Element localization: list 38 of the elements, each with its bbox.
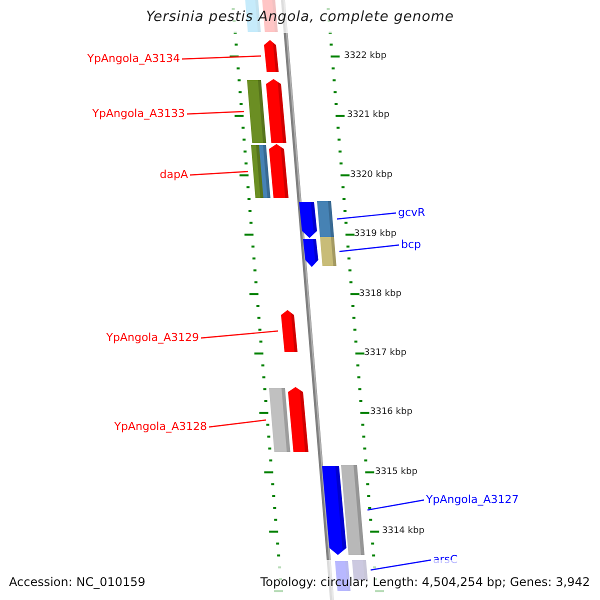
leader-line xyxy=(182,55,262,60)
scale-label: 3318 kbp xyxy=(359,289,402,300)
gene-label: YpAngola_A3128 xyxy=(114,420,207,434)
leader-line xyxy=(336,212,396,220)
leader-line xyxy=(339,244,400,252)
gene-label: gcvR xyxy=(398,206,426,220)
scale-label: 3321 kbp xyxy=(347,110,390,121)
gene-feature xyxy=(320,237,336,266)
scale-label: 3315 kbp xyxy=(375,467,418,478)
genome-info-text: Accession: NC_010159 xyxy=(9,575,146,590)
gene-feature xyxy=(269,388,290,452)
gene-feature xyxy=(281,310,298,352)
scale-label: 3317 kbp xyxy=(364,348,406,359)
leader-line xyxy=(367,499,424,511)
gene-label: YpAngola_A3134 xyxy=(87,52,180,66)
leader-line xyxy=(208,419,266,428)
gene-feature xyxy=(264,40,279,72)
gene-feature xyxy=(247,80,266,143)
scale-label: 3320 kbp xyxy=(350,170,392,181)
scale-label: 3322 kbp xyxy=(344,51,386,62)
gene-feature xyxy=(341,465,364,555)
scale-label: 3314 kbp xyxy=(382,526,424,537)
scale-label: 3316 kbp xyxy=(370,407,412,418)
genome-info-text: Topology: circular; Length: 4,504,254 bp; Genes: 3,942 xyxy=(260,575,590,590)
gene-label: YpAngola_A3129 xyxy=(106,331,199,345)
leader-line xyxy=(190,170,248,176)
genome-title: Yersinia pestis Angola, complete genome xyxy=(146,9,454,25)
leader-line xyxy=(200,330,278,339)
gene-feature xyxy=(317,201,334,237)
gene-label: dapA xyxy=(160,168,188,182)
leader-line xyxy=(186,110,244,115)
gene-label: arsC xyxy=(433,553,458,567)
scale-label: 3319 kbp xyxy=(354,229,396,240)
gene-feature xyxy=(251,145,264,198)
gene-label: YpAngola_A3127 xyxy=(426,493,519,507)
gene-label: YpAngola_A3133 xyxy=(92,107,185,121)
leader-line xyxy=(370,559,432,571)
gene-label: bcp xyxy=(401,238,422,252)
